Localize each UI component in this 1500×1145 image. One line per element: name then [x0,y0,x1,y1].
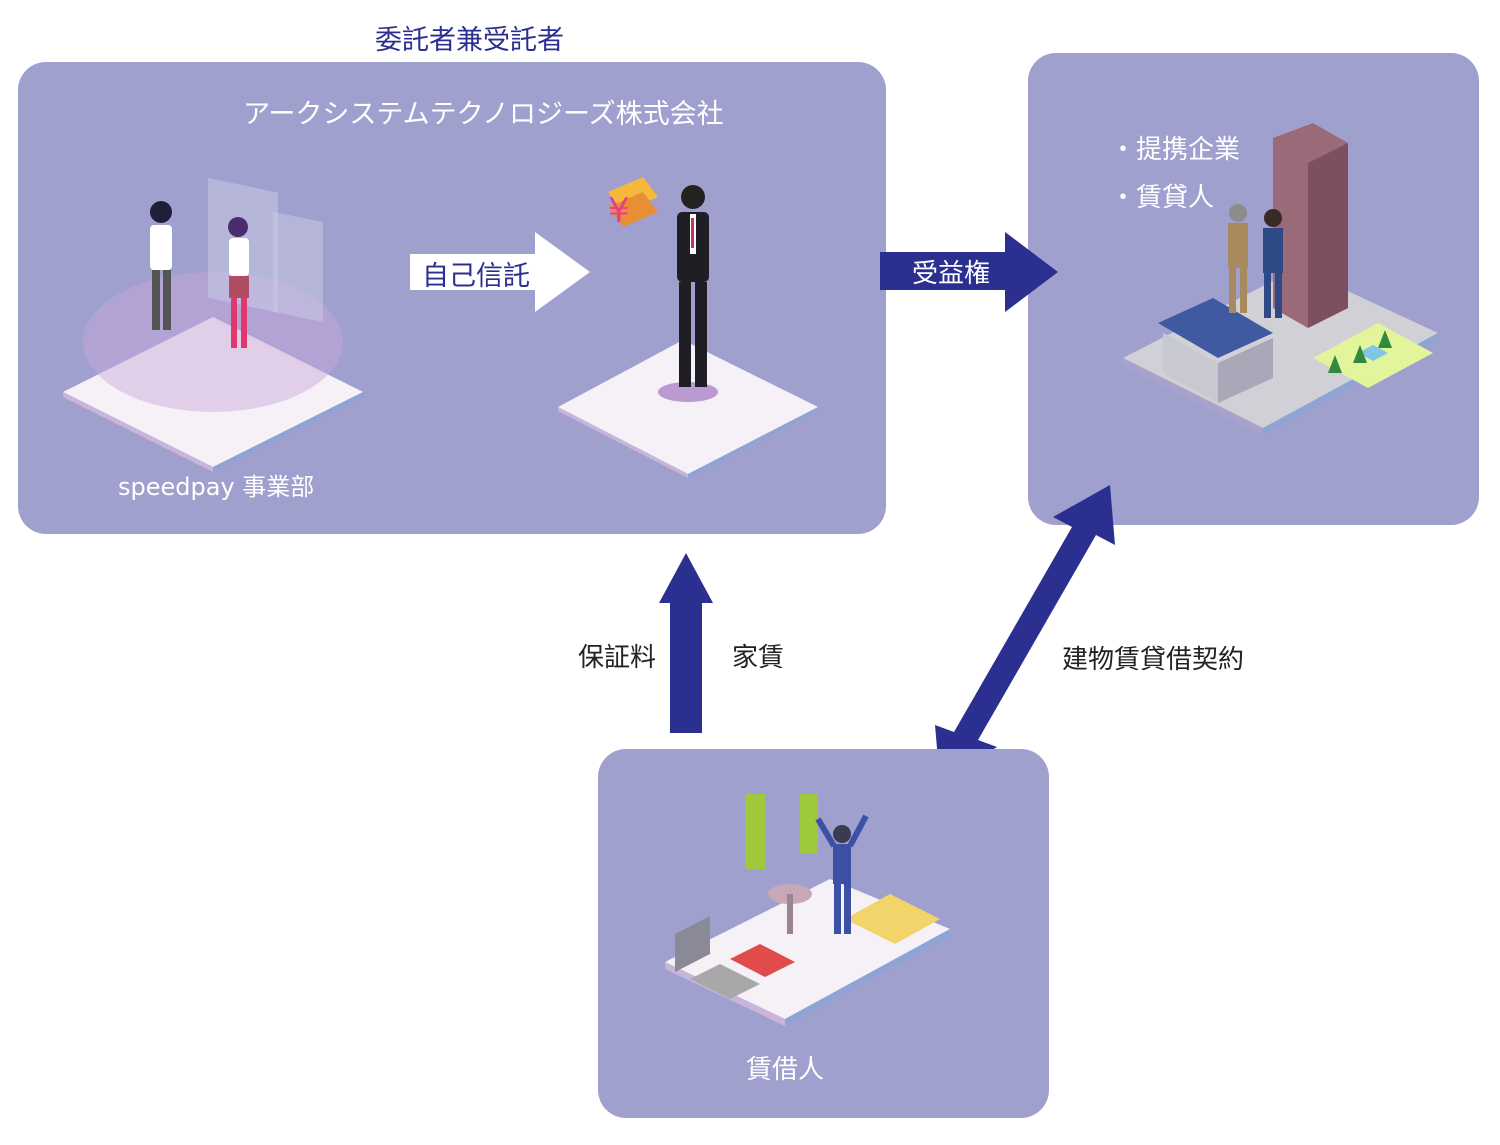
room-illustration [665,794,950,1026]
bullet-landlord: ・賃貸人 [1110,183,1215,213]
rent-label: 家賃 [732,643,785,673]
property-illustration [1123,123,1438,435]
businessman-illustration: ¥ [558,177,818,478]
self-trust-label: 自己信託 [422,261,530,292]
svg-text:¥: ¥ [608,191,630,231]
payment-up-arrow [659,553,713,733]
company-name: アークシステムテクノロジーズ株式会社 [243,99,724,130]
beneficiary-panel: ・提携企業 ・賃貸人 [1028,53,1479,525]
lease-contract-double-arrow [935,485,1115,783]
department-label: speedpay 事業部 [118,473,315,501]
beneficial-right-label: 受益権 [912,259,991,289]
guarantee-fee-label: 保証料 [578,643,657,673]
self-trust-arrow [410,232,590,312]
trustee-title: 委託者兼受託者 [375,25,564,56]
tenant-panel: 賃借人 [598,749,1049,1118]
lease-contract-label: 建物賃貸借契約 [1062,645,1245,675]
company-panel: アークシステムテクノロジーズ株式会社 speedpay 事業部 自己信託 ¥ [18,62,886,534]
beneficial-right-arrow [880,232,1058,312]
bullet-partner-company: ・提携企業 [1110,135,1241,165]
tenant-label: 賃借人 [746,1055,825,1085]
department-illustration [63,177,363,472]
